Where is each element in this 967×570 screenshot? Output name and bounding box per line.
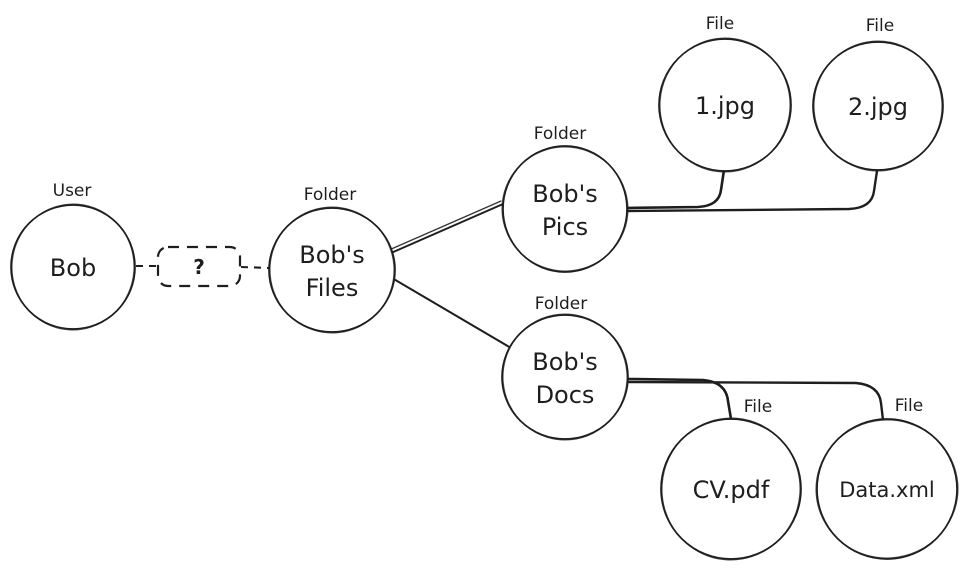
- node-folder-bobs-pics: Folder Bob's Pics: [501, 124, 629, 273]
- node-type-label: Folder: [535, 294, 588, 314]
- node-circle-overdraw: [661, 417, 801, 561]
- node-circle: [816, 418, 958, 560]
- node-circle-overdraw: [502, 313, 628, 441]
- node-circle: [660, 418, 802, 560]
- question-box: ?: [156, 245, 242, 288]
- edge-question-files: [240, 265, 270, 270]
- node-circle-overdraw: [659, 37, 791, 173]
- question-box-rect: [156, 245, 242, 288]
- node-type-label: File: [866, 16, 894, 36]
- node-label: 1.jpg: [695, 92, 755, 120]
- edge-docs-cv: [627, 377, 733, 421]
- question-box-label: ?: [193, 255, 205, 279]
- edge-files-pics: [390, 203, 504, 254]
- edge-pics-jpg1: [622, 168, 726, 210]
- node-folder-bobs-files: Folder Bob's Files: [268, 185, 396, 334]
- node-circle: [10, 204, 136, 330]
- node-label-line1: Bob's: [532, 348, 597, 376]
- edge-files-docs: [391, 277, 512, 349]
- node-circle-overdraw: [501, 146, 629, 272]
- node-label: Bob: [50, 254, 96, 282]
- node-type-label: File: [895, 396, 923, 416]
- node-type-label: Folder: [304, 185, 357, 205]
- node-type-label: User: [53, 181, 92, 201]
- node-circle: [812, 41, 944, 171]
- edges: [136, 168, 885, 422]
- node-circle: [501, 314, 629, 440]
- node-label-line2: Files: [306, 274, 359, 302]
- node-folder-bobs-docs: Folder Bob's Docs: [501, 294, 629, 441]
- node-label: Data.xml: [839, 478, 935, 502]
- edge-files-pics-overdraw: [388, 200, 502, 251]
- node-label: CV.pdf: [693, 476, 770, 504]
- node-file-1jpg: File 1.jpg: [658, 14, 792, 173]
- node-file-cv-pdf: File CV.pdf: [660, 397, 802, 561]
- node-label-line2: Pics: [542, 213, 588, 241]
- node-user-bob: User Bob: [10, 181, 136, 331]
- edge-docs-data: [627, 380, 885, 422]
- edge-pics-jpg2: [622, 169, 879, 213]
- node-label-line2: Docs: [536, 381, 595, 409]
- node-circle-overdraw: [813, 40, 943, 172]
- node-circle-overdraw: [269, 206, 395, 334]
- node-file-data-xml: File Data.xml: [815, 396, 959, 560]
- node-circle: [502, 145, 628, 273]
- node-label-line1: Bob's: [532, 180, 597, 208]
- node-type-label: Folder: [534, 124, 587, 144]
- node-file-2jpg: File 2.jpg: [812, 16, 944, 172]
- node-circle: [268, 207, 396, 333]
- node-circle: [658, 38, 792, 172]
- node-type-label: File: [744, 397, 772, 417]
- node-circle-overdraw: [815, 419, 959, 559]
- node-circle-overdraw: [11, 203, 135, 331]
- node-label: 2.jpg: [848, 93, 908, 121]
- node-type-label: File: [706, 14, 734, 34]
- node-label-line1: Bob's: [299, 241, 364, 269]
